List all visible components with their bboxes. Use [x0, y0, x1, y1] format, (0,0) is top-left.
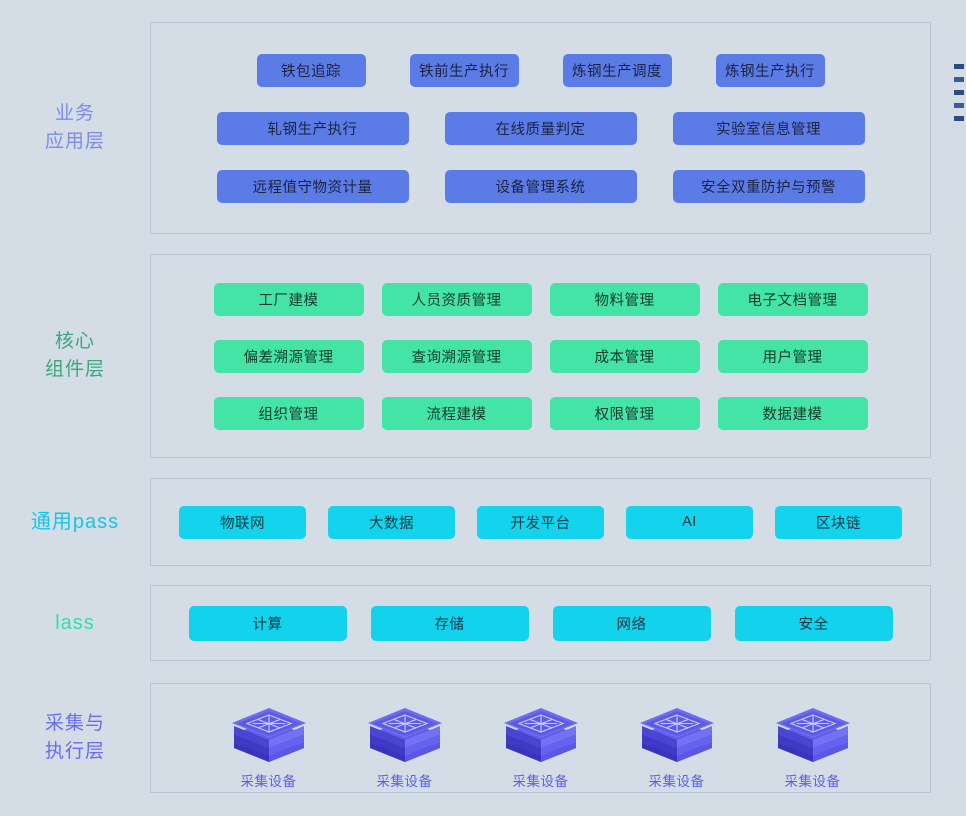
chip-wang-luo[interactable]: 网络: [552, 605, 711, 641]
chip-pian-cha-su-yuan[interactable]: 偏差溯源管理: [213, 339, 364, 373]
chip-gong-chang-jian-mo[interactable]: 工厂建模: [213, 282, 364, 316]
device-list: 采集设备: [151, 684, 930, 792]
chip-zu-zhi-guan-li[interactable]: 组织管理: [213, 396, 364, 430]
chip-yuan-cheng-zhi-shou[interactable]: 远程值守物资计量: [216, 169, 409, 203]
chip-row: 铁包追踪 铁前生产执行 炼钢生产调度 炼钢生产执行: [151, 41, 930, 99]
collection-device-icon: [364, 704, 446, 766]
layer-core-component: 核心 组件层 工厂建模 人员资质管理 物料管理 电子文档管理 偏差溯源管理 查询…: [0, 254, 966, 458]
layer-panel-business-application: 铁包追踪 铁前生产执行 炼钢生产调度 炼钢生产执行 轧钢生产执行 在线质量判定 …: [150, 22, 931, 234]
chip-quan-xian-guan-li[interactable]: 权限管理: [549, 396, 700, 430]
chip-she-bei-guan-li[interactable]: 设备管理系统: [444, 169, 637, 203]
chip-row: 偏差溯源管理 查询溯源管理 成本管理 用户管理: [151, 328, 930, 385]
chip-kai-fa-ping-tai[interactable]: 开发平台: [477, 505, 604, 539]
layer-label-core-component: 核心 组件层: [44, 331, 105, 380]
list-item[interactable]: 采集设备: [201, 704, 337, 790]
chip-lian-gang-diao-du[interactable]: 炼钢生产调度: [562, 53, 672, 87]
chip-qu-kuai-lian[interactable]: 区块链: [775, 505, 902, 539]
layer-acquisition-execution: 采集与 执行层: [0, 683, 966, 793]
device-caption: 采集设备: [648, 774, 705, 789]
layer-panel-core-component: 工厂建模 人员资质管理 物料管理 电子文档管理 偏差溯源管理 查询溯源管理 成本…: [150, 254, 931, 458]
layer-label-generic-paas: 通用pass: [30, 510, 120, 533]
chip-liu-cheng-jian-mo[interactable]: 流程建模: [381, 396, 532, 430]
layer-label-acquisition-execution: 采集与 执行层: [44, 713, 105, 762]
chip-lian-gang-zhi-xing[interactable]: 炼钢生产执行: [715, 53, 825, 87]
layer-label-iaas: lass: [55, 611, 95, 634]
chip-cheng-ben-guan-li[interactable]: 成本管理: [549, 339, 700, 373]
chip-row: 计算 存储 网络 安全: [151, 586, 930, 660]
chip-ai[interactable]: AI: [626, 505, 753, 539]
collection-device-icon: [636, 704, 718, 766]
chip-shu-ju-jian-mo[interactable]: 数据建模: [717, 396, 868, 430]
chip-da-shu-ju[interactable]: 大数据: [328, 505, 455, 539]
list-item[interactable]: 采集设备: [609, 704, 745, 790]
chip-ji-suan[interactable]: 计算: [188, 605, 347, 641]
chip-ren-yuan-zi-zhi[interactable]: 人员资质管理: [381, 282, 532, 316]
chip-row: 轧钢生产执行 在线质量判定 实验室信息管理: [151, 99, 930, 157]
chip-an-quan[interactable]: 安全: [734, 605, 893, 641]
chip-zai-xian-zhi-liang[interactable]: 在线质量判定: [444, 111, 637, 145]
layer-panel-iaas: 计算 存储 网络 安全: [150, 585, 931, 661]
device-caption: 采集设备: [784, 774, 841, 789]
device-caption: 采集设备: [240, 774, 297, 789]
chip-row: 远程值守物资计量 设备管理系统 安全双重防护与预警: [151, 157, 930, 215]
collection-device-icon: [772, 704, 854, 766]
layer-panel-generic-paas: 物联网 大数据 开发平台 AI 区块链: [150, 478, 931, 566]
chip-dian-zi-wen-dang[interactable]: 电子文档管理: [717, 282, 868, 316]
edge-tick-icon: [954, 90, 964, 95]
collection-device-icon: [500, 704, 582, 766]
layer-label-business-application: 业务 应用层: [44, 103, 105, 152]
chip-row: 物联网 大数据 开发平台 AI 区块链: [151, 479, 930, 565]
layer-iaas: lass 计算 存储 网络 安全: [0, 585, 966, 661]
chip-tie-qian-sheng-chan[interactable]: 铁前生产执行: [409, 53, 519, 87]
edge-tick-icon: [954, 116, 964, 121]
chip-za-gang-sheng-chan[interactable]: 轧钢生产执行: [216, 111, 409, 145]
chip-wu-liao-guan-li[interactable]: 物料管理: [549, 282, 700, 316]
layer-panel-acquisition-execution: 采集设备: [150, 683, 931, 793]
chip-shi-yan-shi-xin-xi[interactable]: 实验室信息管理: [672, 111, 865, 145]
list-item[interactable]: 采集设备: [473, 704, 609, 790]
chip-wu-lian-wang[interactable]: 物联网: [179, 505, 306, 539]
edge-tick-icon: [954, 103, 964, 108]
list-item[interactable]: 采集设备: [745, 704, 881, 790]
device-caption: 采集设备: [512, 774, 569, 789]
collection-device-icon: [228, 704, 310, 766]
layer-business-application: 业务 应用层 铁包追踪 铁前生产执行 炼钢生产调度 炼钢生产执行 轧钢生产执行 …: [0, 22, 966, 234]
chip-row: 组织管理 流程建模 权限管理 数据建模: [151, 385, 930, 442]
edge-tick-icon: [954, 64, 964, 69]
chip-row: 工厂建模 人员资质管理 物料管理 电子文档管理: [151, 271, 930, 328]
layer-generic-paas: 通用pass 物联网 大数据 开发平台 AI 区块链: [0, 478, 966, 566]
chip-cun-chu[interactable]: 存储: [370, 605, 529, 641]
edge-tick-marks: [954, 64, 966, 121]
edge-tick-icon: [954, 77, 964, 82]
device-caption: 采集设备: [376, 774, 433, 789]
chip-an-quan-shuang-zhong[interactable]: 安全双重防护与预警: [672, 169, 865, 203]
chip-cha-xun-su-yuan[interactable]: 查询溯源管理: [381, 339, 532, 373]
chip-tie-bao-zhui-zong[interactable]: 铁包追踪: [256, 53, 366, 87]
chip-yong-hu-guan-li[interactable]: 用户管理: [717, 339, 868, 373]
list-item[interactable]: 采集设备: [337, 704, 473, 790]
